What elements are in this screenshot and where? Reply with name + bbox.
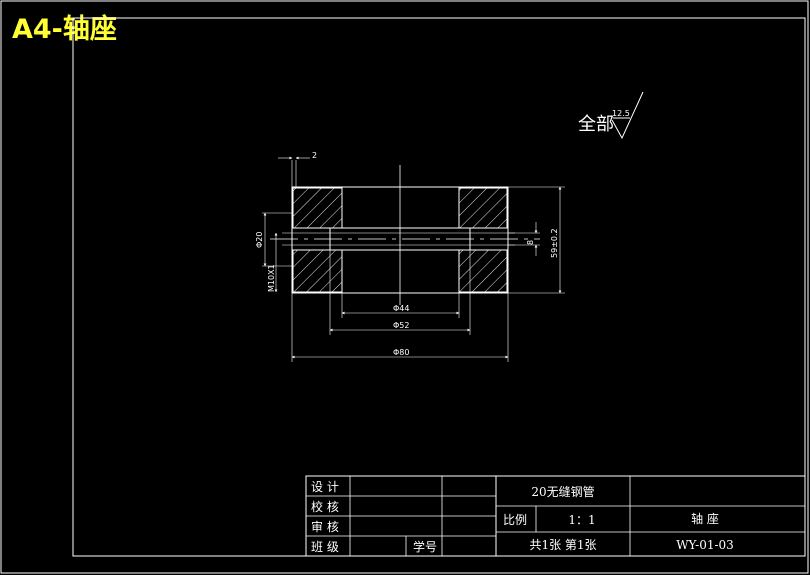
drawing-number: WY-01-03: [676, 538, 734, 552]
part-section-view: 2 Φ20 M10X1 8 59±0.2 Φ44 Φ52 Φ80: [255, 151, 565, 362]
hatch-left-lower: [292, 249, 343, 293]
hatch-right-upper: [458, 187, 508, 229]
dim-thread: M10X1: [267, 264, 276, 292]
dim-height: 59±0.2: [550, 228, 559, 258]
dim-top-offset: 2: [312, 151, 317, 160]
dim-step-width: 8: [526, 240, 535, 245]
label-checker: 校 核: [311, 499, 339, 514]
title-block: 设 计 校 核 审 核 班 级 学号 20无缝钢管 比例 1：1 轴 座 共1张…: [305, 475, 806, 557]
label-designer: 设 计: [311, 480, 339, 494]
part-outline: [291, 186, 509, 294]
roughness-label: 全部: [578, 114, 614, 135]
dim-inner-dia: Φ20: [255, 232, 264, 248]
part-name: 轴 座: [691, 511, 719, 526]
drawing-heading: A4-轴座: [12, 14, 117, 45]
label-class: 班 级: [311, 540, 339, 554]
hatch-left-upper: [292, 187, 343, 229]
dim-dia-44: Φ44: [393, 304, 409, 313]
hatch-right-lower: [458, 249, 508, 293]
label-reviewer: 审 核: [311, 519, 339, 534]
sheet-inner-frame: [72, 17, 806, 557]
surface-roughness-symbol: 全部 12.5: [578, 91, 644, 140]
scale-value: 1：1: [568, 513, 595, 527]
dim-dia-80: Φ80: [393, 348, 409, 357]
material-text: 20无缝钢管: [531, 484, 594, 499]
sheet-count: 共1张 第1张: [529, 538, 596, 552]
roughness-value: 12.5: [612, 109, 630, 118]
label-student-no: 学号: [413, 539, 437, 554]
scale-label: 比例: [503, 513, 527, 527]
dim-dia-52: Φ52: [393, 321, 409, 330]
